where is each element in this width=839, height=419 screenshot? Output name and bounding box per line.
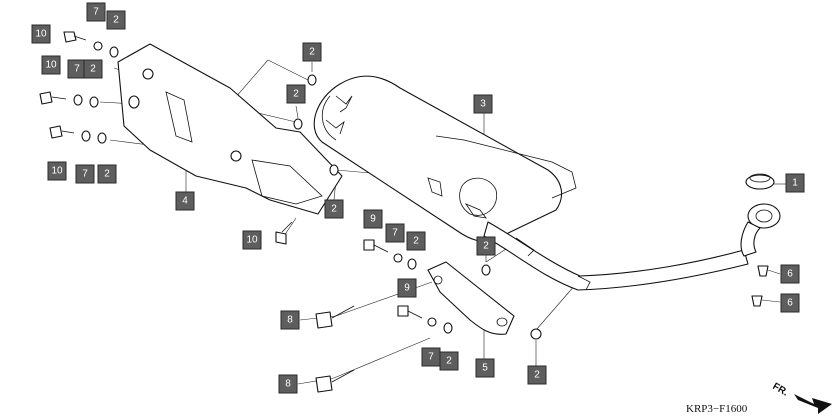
callout-label: 2 bbox=[331, 204, 337, 215]
callout-2-a: 2 bbox=[106, 10, 126, 30]
callout-label: 6 bbox=[787, 298, 793, 309]
callout-7-b: 7 bbox=[67, 59, 87, 79]
callout-label: 10 bbox=[45, 60, 57, 71]
exhaust-pipe bbox=[483, 203, 781, 291]
callout-7-c: 7 bbox=[75, 164, 95, 184]
callout-2-g: 2 bbox=[406, 231, 426, 251]
callout-label: 2 bbox=[293, 89, 299, 100]
callout-label: 5 bbox=[482, 363, 488, 374]
callout-2-b: 2 bbox=[83, 59, 103, 79]
callout-10-c: 10 bbox=[47, 161, 67, 181]
exhaust-bracket bbox=[427, 261, 515, 335]
callout-label: 9 bbox=[404, 283, 410, 294]
collar-nuts bbox=[751, 265, 769, 307]
callout-label: 8 bbox=[285, 379, 291, 390]
callout-8-b: 8 bbox=[278, 374, 298, 394]
callout-label: 7 bbox=[428, 352, 434, 363]
callout-label: 2 bbox=[483, 241, 489, 252]
callout-6-a: 6 bbox=[780, 264, 800, 284]
callout-label: 10 bbox=[246, 235, 258, 246]
muffler-body bbox=[313, 75, 577, 243]
callout-6-b: 6 bbox=[780, 293, 800, 313]
callout-label: 7 bbox=[82, 169, 88, 180]
callout-label: 2 bbox=[90, 64, 96, 75]
front-label: FR. bbox=[771, 381, 791, 399]
callout-label: 2 bbox=[309, 47, 315, 58]
callout-2-c: 2 bbox=[97, 164, 117, 184]
bolts bbox=[39, 31, 423, 393]
callout-5: 5 bbox=[475, 358, 495, 378]
callout-2-e: 2 bbox=[286, 84, 306, 104]
callout-label: 2 bbox=[446, 356, 452, 367]
front-arrow-icon bbox=[794, 394, 832, 414]
callout-label: 4 bbox=[182, 196, 188, 207]
callout-label: 9 bbox=[370, 214, 376, 225]
callout-7-e: 7 bbox=[421, 347, 441, 367]
callout-label: 2 bbox=[113, 15, 119, 26]
callout-8-a: 8 bbox=[280, 310, 300, 330]
callout-label: 10 bbox=[51, 166, 63, 177]
callout-10-a: 10 bbox=[31, 24, 51, 44]
callout-10-d: 10 bbox=[242, 230, 262, 250]
washers bbox=[73, 41, 542, 340]
callout-2-d: 2 bbox=[302, 42, 322, 62]
callout-2-f: 2 bbox=[324, 199, 344, 219]
callout-9-a: 9 bbox=[363, 209, 383, 229]
callout-2-j: 2 bbox=[527, 365, 547, 385]
callout-9-b: 9 bbox=[397, 278, 417, 298]
callout-label: 6 bbox=[787, 269, 793, 280]
callout-2-h: 2 bbox=[476, 236, 496, 256]
callout-7-d: 7 bbox=[385, 223, 405, 243]
callout-7-a: 7 bbox=[86, 2, 106, 22]
callout-label: 7 bbox=[392, 228, 398, 239]
callout-4: 4 bbox=[175, 191, 195, 211]
drawing-code: KRP3−F1600 bbox=[686, 403, 748, 415]
callout-label: 1 bbox=[792, 178, 798, 189]
callout-label: 7 bbox=[74, 64, 80, 75]
callout-10-b: 10 bbox=[41, 55, 61, 75]
gasket bbox=[745, 173, 775, 190]
muffler-protector bbox=[117, 43, 343, 215]
callout-label: 2 bbox=[104, 169, 110, 180]
front-direction-indicator: FR. bbox=[771, 381, 832, 414]
callout-label: 7 bbox=[93, 7, 99, 18]
callout-label: 3 bbox=[480, 99, 486, 110]
callout-label: 8 bbox=[287, 315, 293, 326]
callout-label: 2 bbox=[534, 370, 540, 381]
callout-label: 10 bbox=[35, 29, 47, 40]
callout-label: 2 bbox=[413, 236, 419, 247]
callout-1: 1 bbox=[785, 173, 805, 193]
callout-3: 3 bbox=[473, 94, 493, 114]
callout-2-i: 2 bbox=[439, 351, 459, 371]
